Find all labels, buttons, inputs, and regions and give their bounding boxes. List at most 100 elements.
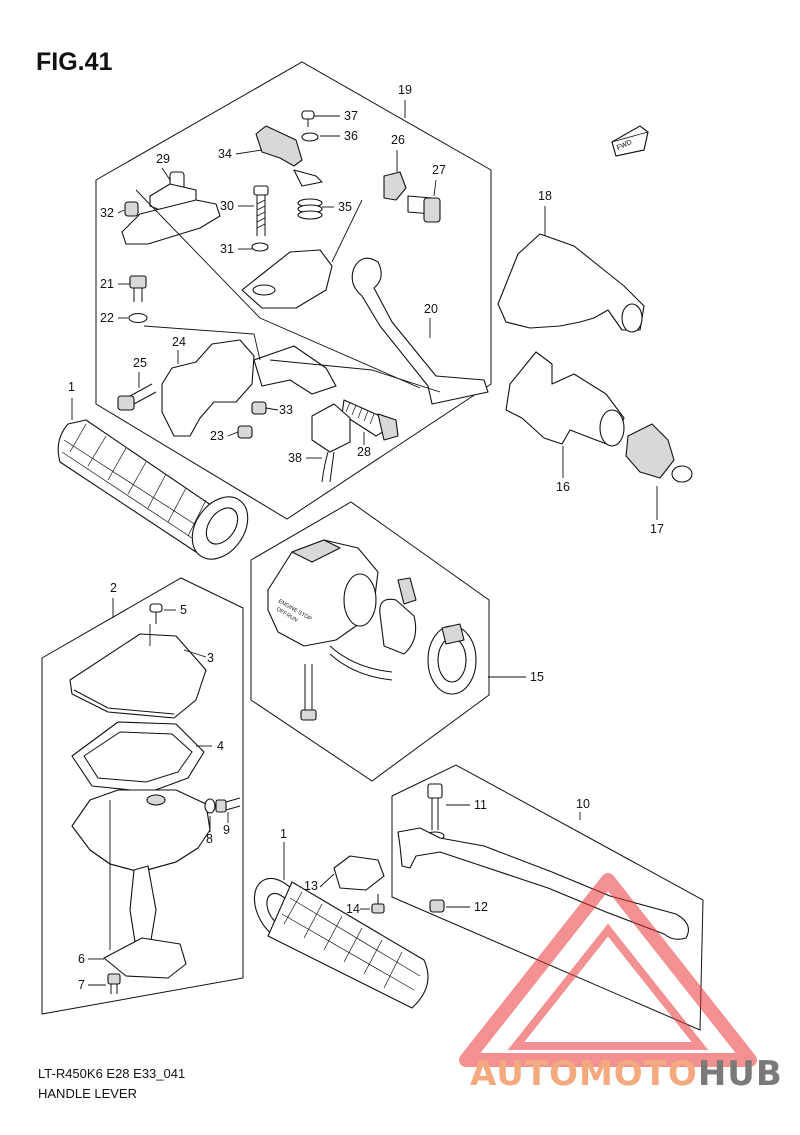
- group-10-outline: [391, 764, 704, 1031]
- callout-10: 10: [576, 797, 590, 811]
- part-5-screw: [149, 603, 163, 624]
- part-34-tab: [293, 169, 323, 187]
- part-15-screw: [300, 664, 317, 721]
- part-4-inner: [83, 731, 193, 783]
- part-24-clamp: [161, 339, 255, 437]
- switch-label-run: RUN: [285, 613, 298, 624]
- group-15-outline: [250, 501, 490, 782]
- callout-17: 17: [650, 522, 664, 536]
- callout-22: 22: [100, 311, 114, 325]
- leader-line-13: [319, 873, 335, 888]
- group-2-outline: [41, 577, 244, 1015]
- part-10-brake-lever: [397, 827, 689, 940]
- leader-line-33: [265, 407, 279, 411]
- part-15-bore: [343, 573, 377, 627]
- leader-lines: [71, 100, 658, 986]
- part-25-bolt: [117, 383, 157, 411]
- watermark-logo-icon: [459, 873, 757, 1067]
- part-master-cylinder: [71, 789, 211, 873]
- part-13-switch: [333, 855, 385, 891]
- switch-label-off: OFF: [275, 607, 288, 618]
- callout-grip-lower: 1: [280, 827, 287, 841]
- callout-12: 12: [474, 900, 488, 914]
- part-38-switch: [311, 403, 351, 483]
- part-36-washer: [301, 132, 319, 142]
- callout-9: 9: [223, 823, 230, 837]
- callout-34: 34: [218, 147, 232, 161]
- watermark-text: AUTOMOTOHUB: [470, 1054, 783, 1094]
- callout-31: 31: [220, 242, 234, 256]
- callout-35: 35: [338, 200, 352, 214]
- part-12-nut: [429, 899, 445, 913]
- part-3-reservoir-cap: [69, 633, 207, 719]
- callout-5: 5: [180, 603, 187, 617]
- part-holder-body: [241, 249, 333, 309]
- part-6-bracket: [103, 937, 187, 979]
- part-15-wires: [329, 645, 393, 681]
- part-18-end: [621, 303, 643, 333]
- leader-line-29: [161, 167, 171, 181]
- part-holder-boss: [252, 284, 276, 296]
- part-21-bolt: [129, 275, 147, 302]
- part-9-bolt: [215, 797, 241, 813]
- part-29-plate: [121, 199, 221, 245]
- leader-line-32: [117, 209, 125, 214]
- callout-4: 4: [217, 739, 224, 753]
- callout-15: 15: [530, 670, 544, 684]
- part-17-nut: [671, 465, 693, 483]
- callout-20: 20: [424, 302, 438, 316]
- callout-13: 13: [304, 879, 318, 893]
- part-32-nut: [124, 201, 139, 217]
- callout-28: 28: [357, 445, 371, 459]
- callout-labels: 1234567891011121314151617181920212223242…: [68, 83, 664, 992]
- callout-18: 18: [538, 189, 552, 203]
- part-8-washer: [204, 798, 216, 814]
- part-17-knob: [625, 423, 675, 479]
- callout-7: 7: [78, 978, 85, 992]
- g19-guide-1: [135, 189, 421, 389]
- callout-36: 36: [344, 129, 358, 143]
- part-16-bore: [599, 409, 625, 447]
- callout-24: 24: [172, 335, 186, 349]
- callout-16: 16: [556, 480, 570, 494]
- group-19-outline: [95, 61, 492, 520]
- part-3-cap-edge: [73, 689, 175, 715]
- figure-title: FIG.41: [36, 48, 113, 76]
- part-27-bolt: [407, 195, 441, 223]
- part-20-clutch-lever: [351, 257, 489, 405]
- watermark-part1: AUTOMOTO: [470, 1054, 698, 1094]
- part-lever-pivot-arm: [253, 345, 337, 395]
- callout-25: 25: [133, 356, 147, 370]
- part-mc-lever: [129, 865, 157, 949]
- callout-6: 6: [78, 952, 85, 966]
- callout-8: 8: [206, 832, 213, 846]
- part-15-clamp-half: [379, 577, 417, 655]
- model-code: LT-R450K6 E28 E33_041: [38, 1066, 186, 1081]
- part-37-screw: [301, 110, 315, 127]
- callout-14: 14: [346, 902, 360, 916]
- part-30-bolt: [253, 185, 269, 236]
- g19-guide-3: [143, 325, 261, 361]
- callout-30: 30: [220, 199, 234, 213]
- callout-19: 19: [398, 83, 412, 97]
- part-14-screw: [371, 894, 385, 914]
- callout-1: 1: [68, 380, 75, 394]
- callout-11: 11: [474, 798, 487, 812]
- callout-32: 32: [100, 206, 114, 220]
- callout-37: 37: [344, 109, 358, 123]
- g19-guide-2: [331, 199, 363, 263]
- part-22-washer: [128, 312, 148, 324]
- g19-guide-4: [269, 359, 441, 393]
- part-33-nut: [251, 401, 267, 415]
- part-34-bracket: [255, 125, 303, 167]
- callout-2: 2: [110, 581, 117, 595]
- part-35-spring: [297, 198, 323, 220]
- part-1-grip-lower: [253, 878, 429, 1009]
- part-mc-port: [146, 794, 166, 806]
- callout-27: 27: [432, 163, 446, 177]
- part-31-washer: [251, 242, 269, 252]
- leader-line-27: [433, 179, 437, 197]
- callout-3: 3: [207, 651, 214, 665]
- section-name: HANDLE LEVER: [38, 1086, 137, 1101]
